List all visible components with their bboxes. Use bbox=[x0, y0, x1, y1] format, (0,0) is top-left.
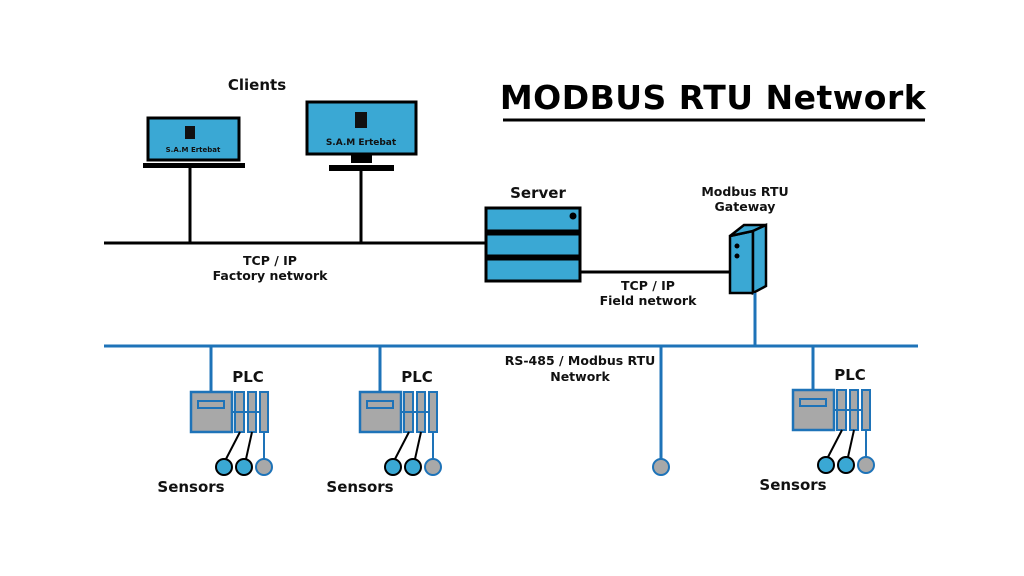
diagram-title: MODBUS RTU Network bbox=[500, 78, 927, 117]
monitor-logo-text: S.A.M Ertebat bbox=[326, 138, 397, 148]
sensor-icon bbox=[384, 458, 402, 476]
sensor-icon bbox=[837, 456, 855, 474]
factory-network-label-1: TCP / IP bbox=[243, 253, 297, 268]
clients-label: Clients bbox=[228, 76, 286, 94]
monitor-icon: S.A.M Ertebat bbox=[305, 100, 418, 171]
field-network-label-2: Field network bbox=[600, 293, 698, 308]
server-label: Server bbox=[510, 184, 566, 202]
plc-station-3: PLC Sensors bbox=[759, 346, 875, 494]
laptop-logo-text: S.A.M Ertebat bbox=[166, 146, 221, 154]
plc-station-1: PLC Sensors bbox=[157, 346, 273, 496]
plc-icon bbox=[189, 390, 269, 434]
sensor-icon bbox=[404, 458, 422, 476]
plc-station-2: PLC Sensors bbox=[326, 346, 442, 496]
plc-label: PLC bbox=[401, 368, 433, 386]
spare-sensor-icon bbox=[652, 458, 670, 476]
factory-network-label-2: Factory network bbox=[213, 268, 329, 283]
laptop-icon: S.A.M Ertebat bbox=[143, 116, 245, 168]
plc-icon bbox=[358, 390, 438, 434]
sensors-label: Sensors bbox=[326, 478, 393, 496]
sensors-label: Sensors bbox=[759, 476, 826, 494]
sensor-icon bbox=[235, 458, 253, 476]
field-network-label-1: TCP / IP bbox=[621, 278, 675, 293]
gateway-icon bbox=[728, 223, 768, 296]
plc-label: PLC bbox=[834, 366, 866, 384]
sensor-icon bbox=[215, 458, 233, 476]
sensor-icon bbox=[857, 456, 875, 474]
plc-icon bbox=[791, 388, 871, 432]
sensor-icon bbox=[424, 458, 442, 476]
plc-label: PLC bbox=[232, 368, 264, 386]
rs485-label-2: Network bbox=[550, 369, 610, 384]
sensor-icon bbox=[255, 458, 273, 476]
sensors-label: Sensors bbox=[157, 478, 224, 496]
gateway-label-2: Gateway bbox=[715, 199, 776, 214]
server-icon bbox=[484, 206, 582, 283]
gateway-label-1: Modbus RTU bbox=[701, 184, 788, 199]
rs485-label-1: RS-485 / Modbus RTU bbox=[505, 353, 656, 368]
sensor-icon bbox=[817, 456, 835, 474]
